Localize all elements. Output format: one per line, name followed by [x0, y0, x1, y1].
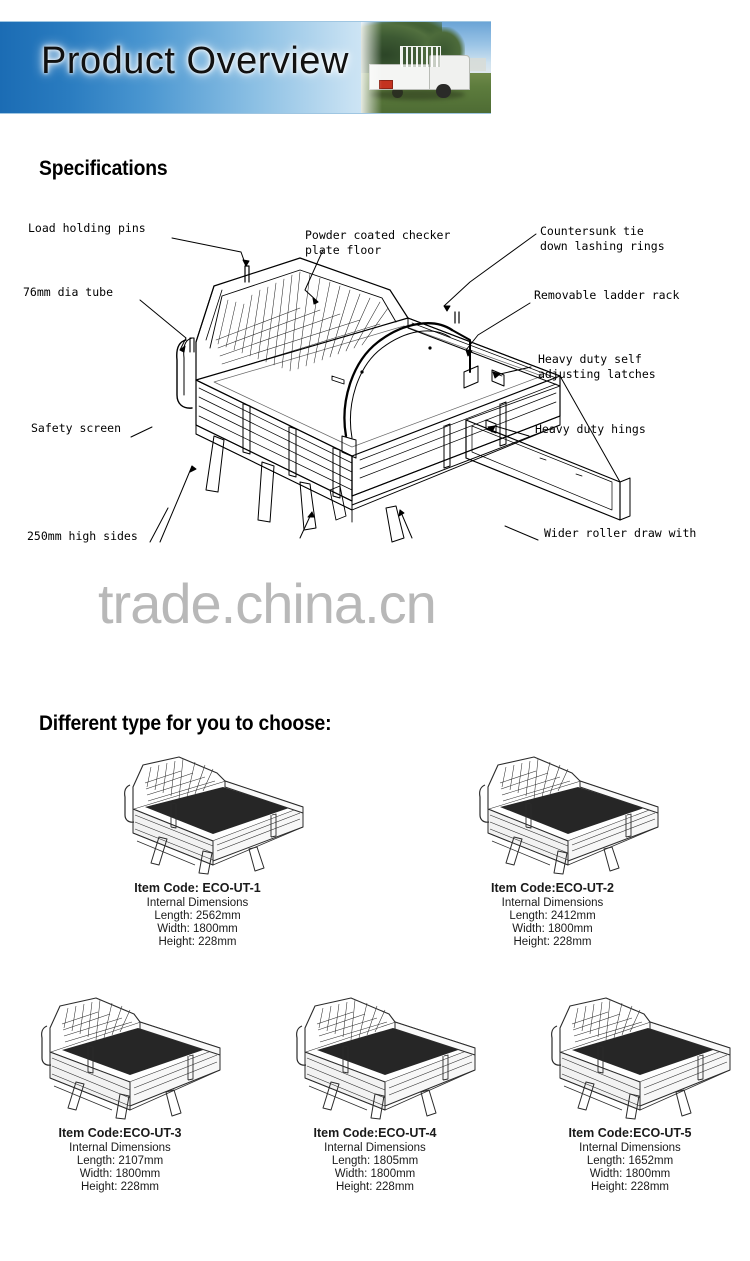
- callout-latches-line2: adjusting latches: [538, 367, 656, 381]
- product-height: Height: 228mm: [158, 936, 237, 948]
- product-width: Width: 1800mm: [512, 923, 593, 935]
- callout-ladder-rack: Removable ladder rack: [534, 288, 680, 302]
- product-width: Width: 1800mm: [334, 1168, 416, 1180]
- product-length: Length: 1805mm: [331, 1155, 419, 1167]
- photo-ladder-rack: [400, 45, 441, 67]
- product-subtitle: Internal Dimensions: [69, 1142, 171, 1154]
- product-card-5[interactable]: Item Code:ECO-UT-5 Internal Dimensions L…: [508, 990, 750, 1193]
- callout-checker-plate-line1: Powder coated checker: [305, 228, 451, 242]
- product-card-4[interactable]: Item Code:ECO-UT-4 Internal Dimensions L…: [253, 990, 498, 1193]
- product-card-1[interactable]: Item Code: ECO-UT-1 Internal Dimensions …: [75, 745, 320, 948]
- product-code: Item Code:ECO-UT-3: [58, 1126, 182, 1140]
- product-card-3[interactable]: Item Code:ECO-UT-3 Internal Dimensions L…: [0, 990, 243, 1193]
- ute-tray-illustration: [75, 745, 320, 875]
- callout-countersunk-line2: down lashing rings: [540, 239, 665, 253]
- callout-safety-screen: Safety screen: [31, 421, 122, 435]
- photo-shadow: [368, 89, 465, 101]
- watermark: trade.china.cn: [98, 572, 437, 635]
- product-height: Height: 228mm: [81, 1181, 159, 1193]
- product-length: Length: 2107mm: [76, 1155, 164, 1167]
- ute-tray-illustration: [253, 990, 498, 1120]
- product-width: Width: 1800mm: [79, 1168, 161, 1180]
- photo-rear-wheel: [392, 86, 403, 98]
- product-row-top: Item Code: ECO-UT-1 Internal Dimensions …: [0, 745, 750, 948]
- product-height: Height: 228mm: [513, 936, 592, 948]
- callout-roller-draw: Wider roller draw with: [544, 526, 697, 540]
- product-subtitle: Internal Dimensions: [324, 1142, 426, 1154]
- product-length: Length: 1652mm: [586, 1155, 674, 1167]
- product-length: Length: 2562mm: [154, 910, 241, 922]
- callout-76mm-dia-tube: 76mm dia tube: [23, 285, 114, 299]
- product-subtitle: Internal Dimensions: [501, 897, 604, 909]
- callout-countersunk-line1: Countersunk tie: [540, 224, 644, 238]
- product-width: Width: 1800mm: [157, 923, 238, 935]
- specifications-diagram: Load holding pins 76mm dia tube Safety s…: [0, 190, 750, 610]
- product-length: Length: 2412mm: [509, 910, 596, 922]
- types-heading: Different type for you to choose:: [39, 712, 332, 735]
- product-card-2[interactable]: Item Code:ECO-UT-2 Internal Dimensions L…: [430, 745, 675, 948]
- callout-checker-plate-line2: plate floor: [305, 243, 382, 257]
- product-code: Item Code:ECO-UT-2: [491, 881, 614, 895]
- ute-tray-illustration: [508, 990, 750, 1120]
- callout-250mm-high-sides: 250mm high sides: [27, 529, 138, 543]
- product-height: Height: 228mm: [336, 1181, 414, 1193]
- product-subtitle: Internal Dimensions: [146, 897, 249, 909]
- page-title: Product Overview: [41, 40, 349, 82]
- photo-edge-glare: [361, 22, 382, 113]
- product-width: Width: 1800mm: [589, 1168, 671, 1180]
- product-overview-banner: Product Overview: [0, 21, 491, 114]
- product-height: Height: 228mm: [591, 1181, 669, 1193]
- product-code: Item Code:ECO-UT-4: [313, 1126, 437, 1140]
- specifications-heading: Specifications: [39, 157, 168, 180]
- product-row-bottom: Item Code:ECO-UT-3 Internal Dimensions L…: [0, 990, 750, 1193]
- ute-photo: [361, 22, 491, 113]
- product-subtitle: Internal Dimensions: [579, 1142, 681, 1154]
- callout-heavy-duty-hinges: Heavy duty hings: [535, 422, 646, 436]
- ute-tray-illustration: [0, 990, 243, 1120]
- callout-load-holding-pins: Load holding pins: [28, 221, 146, 235]
- callout-latches-line1: Heavy duty self: [538, 352, 642, 366]
- ute-tray-illustration: [430, 745, 675, 875]
- product-code: Item Code:ECO-UT-5: [568, 1126, 692, 1140]
- product-code: Item Code: ECO-UT-1: [134, 881, 261, 895]
- photo-front-wheel: [436, 83, 451, 99]
- diagram-artwork: [130, 233, 631, 543]
